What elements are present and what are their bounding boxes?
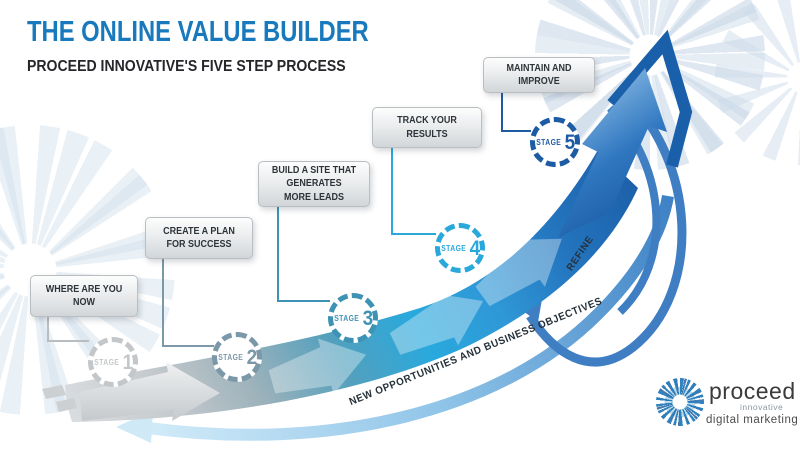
connector-stage-5 [501, 93, 531, 132]
stage-badge-5: STAGE 5 [530, 117, 580, 167]
stage-badge-1-number: 1 [122, 350, 134, 374]
stage-badge-4: STAGE 4 [435, 223, 485, 273]
stage-badge-3: STAGE 3 [328, 293, 378, 343]
arrowhead-outline-ribbon [607, 29, 693, 168]
band-chevron-overlays [268, 238, 562, 395]
stage-box-1: WHERE ARE YOU NOW [30, 275, 138, 317]
stage-badge-1-word: STAGE [94, 357, 120, 367]
stage-box-4-label: TRACK YOUR RESULTS [397, 115, 457, 140]
stage-box-2-label: CREATE A PLAN FOR SUCCESS [163, 225, 235, 251]
page-title: THE ONLINE VALUE BUILDER [27, 16, 369, 48]
stage-badge-4-number: 4 [469, 236, 481, 260]
stage-box-3: BUILD A SITE THAT GENERATES MORE LEADS [258, 161, 370, 207]
page-subtitle: PROCEED INNOVATIVE'S FIVE STEP PROCESS [27, 58, 346, 75]
stage-box-5: MAINTAIN AND IMPROVE [483, 57, 595, 93]
opportunities-arrow-band [147, 194, 674, 441]
stage-badge-3-word: STAGE [334, 313, 360, 323]
proceed-logo-burst-icon [656, 378, 704, 426]
connector-stage-3 [277, 207, 330, 302]
stage-badge-3-number: 3 [362, 306, 374, 330]
stage-badge-2-word: STAGE [218, 352, 244, 362]
logo-subname: innovative [740, 402, 784, 412]
tail-dash-icon [56, 398, 77, 412]
tail-dash-icon [42, 385, 66, 399]
connector-stage-1 [47, 317, 89, 342]
tail-arrow-segment [80, 362, 220, 421]
stage-box-3-label: BUILD A SITE THAT GENERATES MORE LEADS [271, 164, 357, 203]
stage-badge-2: STAGE 2 [212, 332, 262, 382]
stage-badge-5-word: STAGE [536, 137, 562, 147]
logo-name: proceed [709, 378, 796, 404]
stage-box-5-label: MAINTAIN AND IMPROVE [506, 62, 572, 88]
stage-box-2: CREATE A PLAN FOR SUCCESS [145, 217, 253, 259]
stage-badge-5-number: 5 [564, 130, 576, 154]
logo-tagline: digital marketing [706, 414, 799, 426]
refine-arrow-outer-arc [526, 88, 687, 367]
connector-stage-4 [391, 148, 436, 235]
stage-badge-2-number: 2 [246, 345, 258, 369]
growth-arrowhead-icon [558, 68, 667, 238]
stage-badge-1: STAGE 1 [88, 337, 138, 387]
connector-stage-2 [162, 259, 214, 347]
stage-badge-4-word: STAGE [441, 243, 467, 253]
stage-box-1-label: WHERE ARE YOU NOW [45, 283, 123, 309]
stage-box-4: TRACK YOUR RESULTS [372, 107, 482, 148]
